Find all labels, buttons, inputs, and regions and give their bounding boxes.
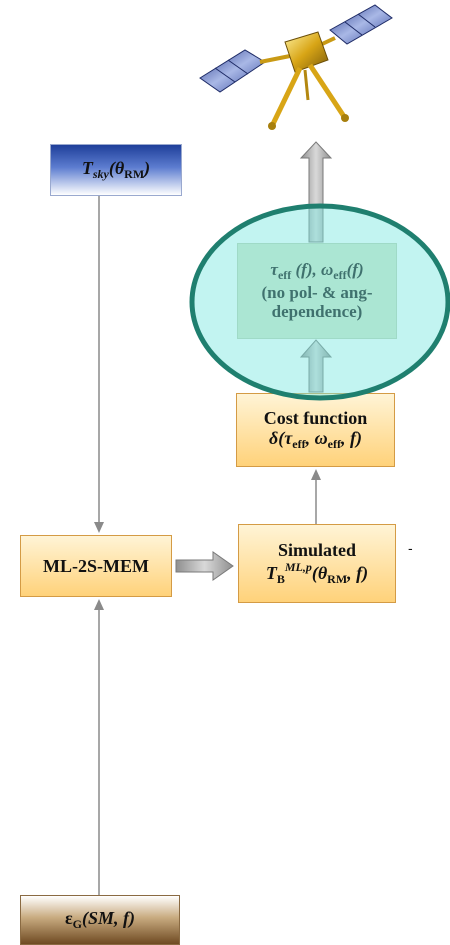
ground-emissivity-box: εG(SM, f) bbox=[20, 895, 180, 945]
cost-separator: , bbox=[305, 428, 315, 449]
tau-subscript: eff bbox=[277, 268, 292, 283]
ml-2s-mem-box: ML-2S-MEM bbox=[20, 535, 172, 597]
omega-argument: (f) bbox=[346, 260, 364, 280]
tb-symbol: T bbox=[265, 562, 277, 583]
cost-function-box: Cost function δ(τeff, ωeff, f) bbox=[236, 393, 395, 467]
epsilon-argument: (SM, f) bbox=[82, 908, 136, 929]
simulated-title: Simulated bbox=[277, 540, 356, 561]
tau-to-satellite-arrow bbox=[299, 141, 333, 243]
effective-parameters-box: τeff (f), ωeff(f) (no pol- & ang- depend… bbox=[237, 243, 397, 339]
epsilon-symbol: ε bbox=[64, 908, 73, 929]
tsky-close: ) bbox=[144, 158, 151, 179]
omega-symbol: ω bbox=[321, 260, 334, 280]
sim-to-cost-arrow bbox=[311, 469, 321, 524]
tb-tail: , f) bbox=[347, 562, 369, 583]
epsilon-subscript: G bbox=[72, 917, 83, 932]
eps-to-ml2s-arrow bbox=[94, 599, 104, 895]
cost-to-tau-arrow bbox=[299, 339, 333, 393]
ml-2s-mem-label: ML-2S-MEM bbox=[43, 555, 149, 576]
cost-delta: δ( bbox=[269, 428, 285, 449]
tb-arg-subscript: RM bbox=[327, 571, 348, 586]
tb-argument: (θ bbox=[311, 562, 328, 583]
cost-tail: , f) bbox=[340, 428, 362, 449]
tb-subscript: B bbox=[276, 571, 285, 586]
tau-argument: (f), bbox=[295, 260, 321, 280]
tau-box-line2: (no pol- & ang- bbox=[261, 282, 373, 302]
tsky-argument: (θ bbox=[108, 158, 125, 179]
cost-omega: ω bbox=[314, 428, 328, 449]
cost-tau: τ bbox=[284, 428, 293, 449]
ml2s-to-sim-arrow bbox=[175, 551, 234, 581]
edge-mark: - bbox=[408, 540, 413, 556]
satellite-icon bbox=[199, 4, 393, 130]
tau-box-line3: dependence) bbox=[271, 302, 363, 322]
tb-superscript: ML,p bbox=[284, 559, 312, 574]
tsky-subscript: sky bbox=[92, 167, 109, 182]
tsky-symbol: T bbox=[81, 158, 93, 179]
tsky-arg-subscript: RM bbox=[124, 167, 145, 182]
omega-subscript: eff bbox=[333, 268, 347, 283]
simulated-tb-box: Simulated TBML,p(θRM, f) bbox=[238, 524, 396, 603]
tsky-to-ml2s-arrow bbox=[94, 196, 104, 533]
cost-function-title: Cost function bbox=[263, 407, 368, 428]
sky-brightness-box: Tsky(θRM) bbox=[50, 144, 182, 196]
cost-omega-subscript: eff bbox=[327, 437, 341, 452]
tau-symbol: τ bbox=[270, 260, 278, 280]
cost-tau-subscript: eff bbox=[292, 437, 306, 452]
